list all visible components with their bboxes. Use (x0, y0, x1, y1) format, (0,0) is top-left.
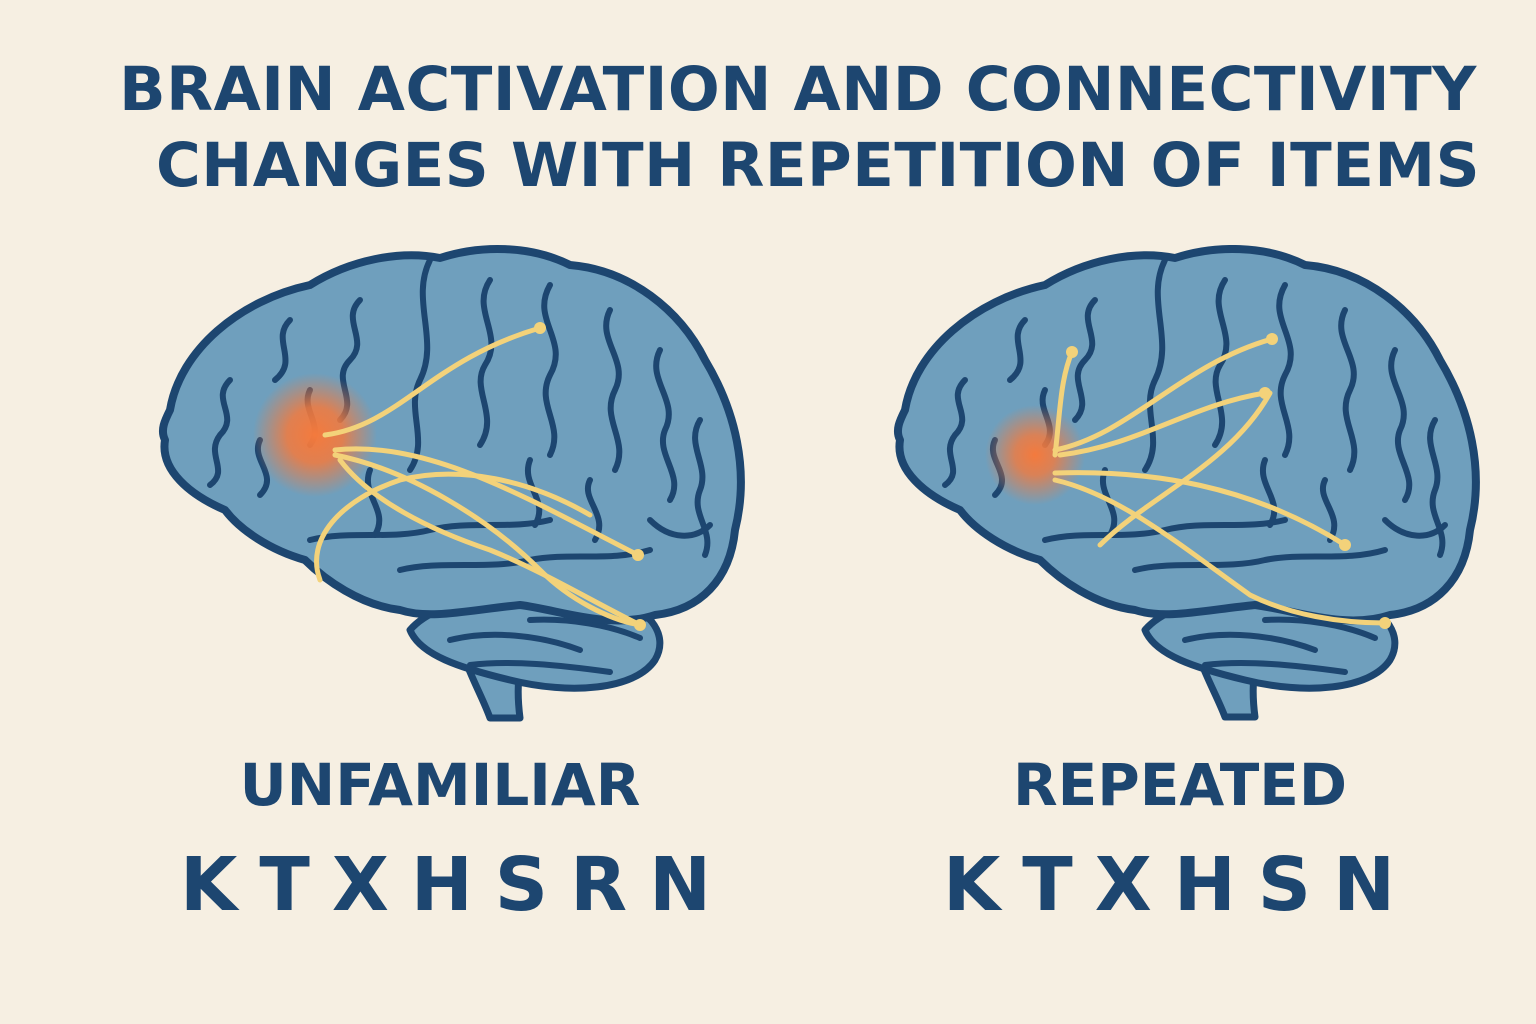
connection-endpoints (1066, 333, 1391, 629)
condition-label-repeated: REPEATED (1012, 751, 1348, 819)
brain-illustration-unfamiliar (158, 245, 745, 722)
diagram-title: BRAIN ACTIVATION AND CONNECTIVITY CHANGE… (0, 52, 1536, 204)
sulci (942, 257, 1448, 573)
letter-sequence-repeated: KTXHSN (942, 842, 1418, 928)
title-line-1: BRAIN ACTIVATION AND CONNECTIVITY (119, 54, 1477, 125)
connection-endpoints (534, 322, 646, 631)
connectivity-lines (1052, 336, 1388, 626)
condition-label-unfamiliar: UNFAMILIAR (239, 751, 641, 819)
letter-sequence-unfamiliar: KTXHSRN (180, 842, 734, 928)
connectivity-lines (314, 325, 643, 628)
title-line-2: CHANGES WITH REPETITION OF ITEMS (155, 130, 1480, 201)
brain-illustration-repeated (893, 245, 1480, 721)
